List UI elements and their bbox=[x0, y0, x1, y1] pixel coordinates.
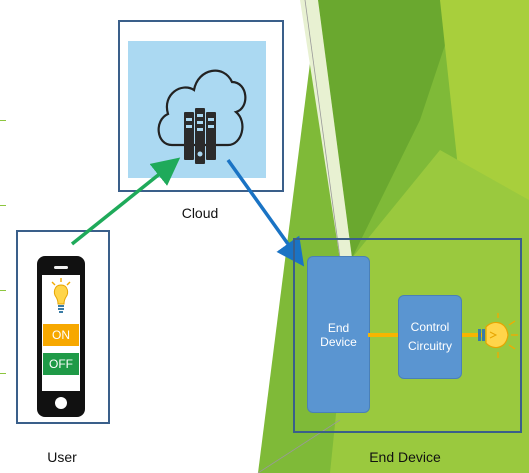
arrow-user-to-cloud bbox=[70, 157, 181, 246]
control-circuitry-box: Control Circuitry bbox=[398, 295, 462, 379]
user-label: User bbox=[47, 449, 77, 465]
bullet-tick bbox=[0, 120, 6, 121]
bullet-tick bbox=[0, 290, 6, 291]
lightbulb-icon bbox=[478, 313, 518, 358]
server-icon bbox=[184, 108, 216, 164]
cloud-label: Cloud bbox=[181, 205, 219, 221]
lightbulb-icon bbox=[51, 278, 71, 313]
cloud-icon bbox=[157, 69, 247, 147]
bg-line bbox=[304, 0, 341, 259]
on-button[interactable]: ON bbox=[43, 324, 79, 346]
end-device-label: End Device bbox=[369, 449, 441, 465]
wire-control-to-bulb bbox=[462, 333, 482, 337]
end-device-frame bbox=[293, 238, 522, 433]
off-button[interactable]: OFF bbox=[43, 353, 79, 375]
phone-home-button bbox=[55, 397, 67, 409]
bg-pale-sliver bbox=[300, 0, 352, 260]
bullet-tick bbox=[0, 373, 6, 374]
phone-speaker bbox=[54, 266, 68, 269]
bg-dark-green-shape bbox=[318, 0, 460, 258]
wire-device-to-control bbox=[368, 333, 399, 337]
bg-line-2 bbox=[257, 419, 341, 473]
arrow-cloud-to-device bbox=[226, 158, 305, 267]
end-device-box: End Device bbox=[307, 256, 370, 413]
bullet-tick bbox=[0, 205, 6, 206]
